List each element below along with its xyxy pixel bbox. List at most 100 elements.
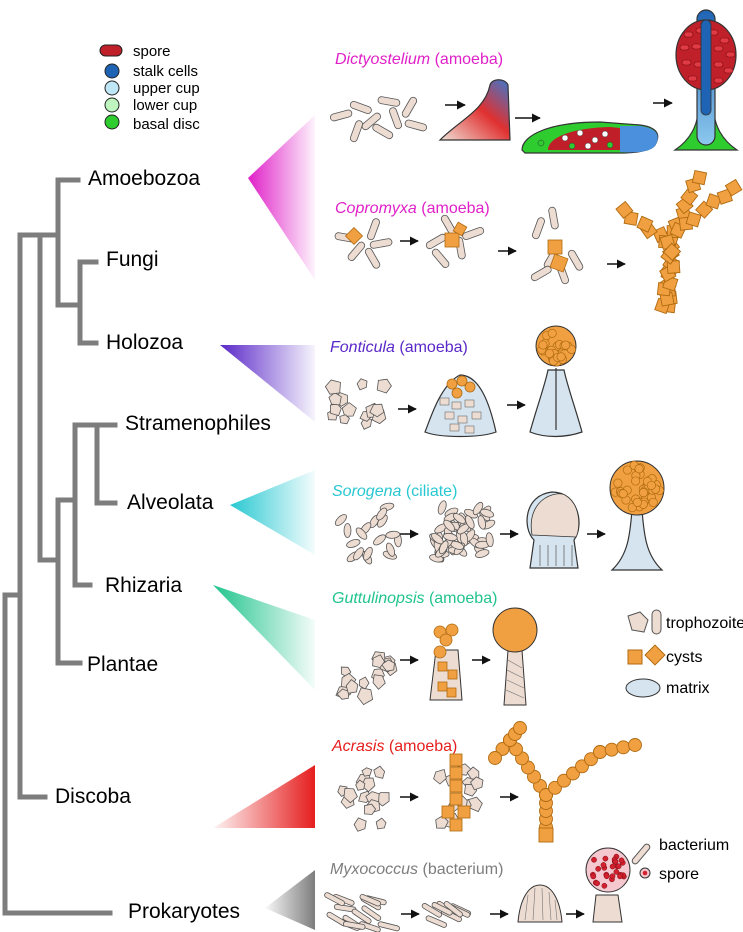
bacterium-cell xyxy=(431,902,453,916)
ciliate-cell xyxy=(442,532,458,542)
legend-upper-cup: upper cup xyxy=(133,80,200,97)
acrasis-cycle xyxy=(337,721,642,843)
spore xyxy=(547,328,557,338)
acrasis-sorogen xyxy=(433,753,484,832)
ciliate-cell xyxy=(431,532,444,545)
bacterium-cell xyxy=(361,905,382,921)
cyst xyxy=(724,178,743,197)
amoeba-cell xyxy=(339,414,350,425)
amoeba-cell xyxy=(373,765,386,779)
amoeba-cell xyxy=(466,766,480,780)
sorogena-cycle xyxy=(334,460,665,571)
myxo-cells xyxy=(324,892,400,932)
legend-cysts: cysts xyxy=(666,649,702,666)
ciliate-cell xyxy=(373,534,386,546)
fonticula-mound xyxy=(424,374,497,438)
trophozoite-rod-icon xyxy=(651,609,662,635)
bacterium-cell xyxy=(443,901,463,918)
copro-aggregate-3 xyxy=(530,206,584,285)
stalk-swatch xyxy=(104,63,120,79)
taxon-fungi: Fungi xyxy=(106,248,159,271)
spore xyxy=(617,873,623,880)
cyst xyxy=(449,818,463,832)
legend-bottom: bacterium spore xyxy=(631,837,729,883)
ciliate-cell xyxy=(437,500,447,515)
organism-titles: Dictyostelium (amoeba) Copromyxa (amoeba… xyxy=(330,51,503,878)
amoeba-cell xyxy=(433,769,447,785)
spore xyxy=(618,489,628,499)
legend-stalk: stalk cells xyxy=(133,63,198,80)
spore xyxy=(591,856,597,863)
dicty-amoebae xyxy=(329,96,428,143)
bacterium-cell xyxy=(421,903,443,918)
spore xyxy=(595,865,602,872)
spore xyxy=(613,478,623,488)
acrasis-amoebae xyxy=(337,765,390,832)
title-myxococcus: Myxococcus (bacterium) xyxy=(330,861,503,878)
ciliate-cell xyxy=(376,507,388,521)
gutt-amoebae xyxy=(335,651,398,706)
ciliate-cell xyxy=(346,539,361,548)
wedge-holozoa xyxy=(220,345,315,422)
amoeba-cell xyxy=(356,378,368,391)
bacterium-cell xyxy=(324,892,346,906)
fonticula-fruiting-body xyxy=(529,325,583,438)
ciliate-cell xyxy=(465,515,475,529)
ciliate-cell xyxy=(363,546,373,561)
copro-fruiting-body xyxy=(615,169,743,315)
spore xyxy=(646,480,656,490)
ciliate-cell xyxy=(355,527,368,540)
spore-bead xyxy=(495,742,510,756)
title-dictyostelium: Dictyostelium (amoeba) xyxy=(335,51,503,68)
copromyxa-cycle xyxy=(334,169,743,315)
dicty-slug xyxy=(438,79,511,141)
amoeba-cell xyxy=(353,817,367,832)
ciliate-cell xyxy=(385,530,401,539)
spore xyxy=(631,476,641,486)
spore xyxy=(648,497,658,507)
amoeba-cell xyxy=(341,402,357,417)
spore xyxy=(634,464,644,474)
dictyostelium-cycle xyxy=(329,9,739,154)
amoeba-cell xyxy=(355,779,366,791)
copro-aggregate-2 xyxy=(425,214,485,268)
title-guttulinopsis: Guttulinopsis (amoeba) xyxy=(332,590,497,607)
sorogena-fruiting-body xyxy=(609,460,665,571)
wedge-rhizaria xyxy=(213,585,315,690)
ciliate-cell xyxy=(334,514,347,526)
amoeba-cell xyxy=(470,776,484,791)
spore-bead xyxy=(513,721,527,735)
cyst xyxy=(449,753,463,767)
legend-lower-cup: lower cup xyxy=(133,97,197,114)
bacterium-cell xyxy=(342,921,366,930)
spore-bead xyxy=(616,740,631,755)
cyst xyxy=(457,805,471,819)
copro-aggregate-1 xyxy=(334,218,393,269)
spore xyxy=(609,873,616,880)
spore xyxy=(556,352,566,362)
amoeba-cell xyxy=(345,679,359,694)
basal-disc-swatch xyxy=(104,114,120,130)
spore xyxy=(603,873,610,880)
bacterium-icon xyxy=(631,843,651,865)
wedge-prokaryotes xyxy=(265,870,315,930)
myxo-fruiting-body xyxy=(585,847,631,923)
ciliate-cell xyxy=(472,501,484,516)
spore xyxy=(613,869,620,875)
cyst xyxy=(449,766,463,780)
lower-cup-swatch xyxy=(104,97,120,113)
acrasis-fruiting-body xyxy=(488,721,642,843)
amoeba-cell xyxy=(360,417,373,430)
amoeba-cell xyxy=(324,379,341,395)
bacterium-cell xyxy=(377,921,400,932)
taxon-labels: Amoebozoa Fungi Holozoa Stramenophiles A… xyxy=(55,167,271,923)
tree-branches xyxy=(2,177,118,916)
spore xyxy=(602,855,609,862)
amoeba-cell xyxy=(329,403,342,417)
dicty-fruiting-body xyxy=(673,9,739,151)
cyst xyxy=(691,169,708,186)
spore xyxy=(538,340,548,350)
gutt-fruiting-body xyxy=(492,607,538,706)
myxo-mound xyxy=(517,884,563,923)
